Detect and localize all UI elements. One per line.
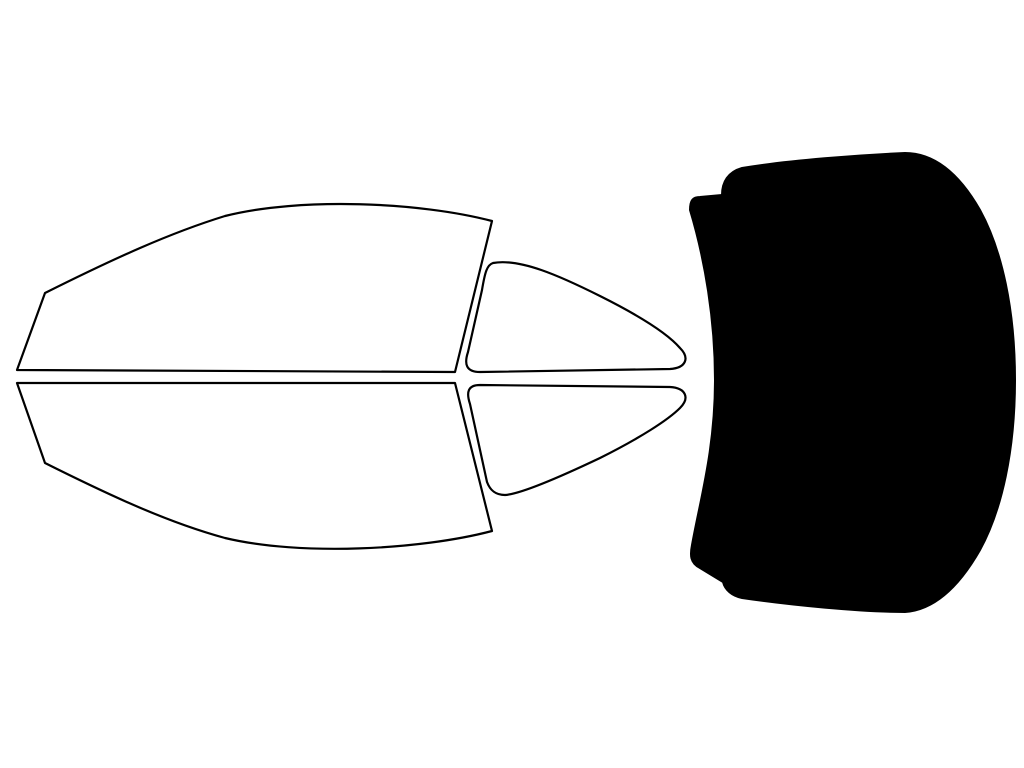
rear-left-window	[465, 261, 687, 374]
rear-right-window	[467, 383, 687, 497]
front-left-window	[15, 202, 494, 374]
rear-windshield	[689, 152, 1016, 613]
front-right-window	[15, 381, 494, 550]
